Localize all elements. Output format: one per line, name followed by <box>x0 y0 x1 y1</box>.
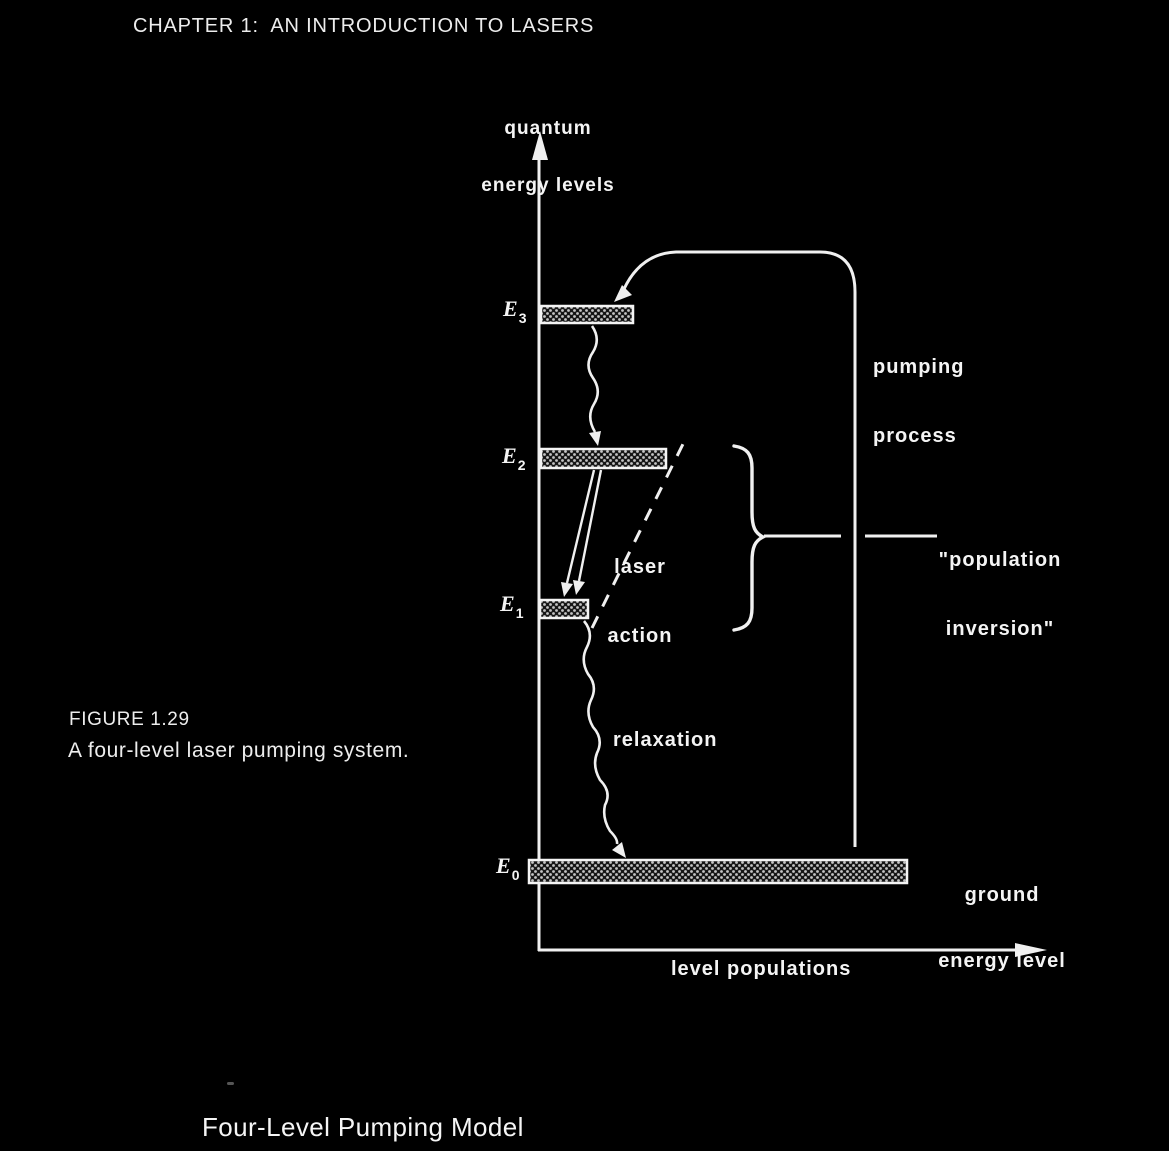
level-symbol: E <box>500 591 515 616</box>
ground-level-line2: energy level <box>938 950 1066 972</box>
x-axis <box>538 943 1047 957</box>
energy-bar-E0 <box>527 858 909 885</box>
x-axis-arrowhead-icon <box>1015 943 1047 957</box>
population-inversion-brace <box>732 444 767 632</box>
population-inversion-label: "population inversion" <box>928 503 1072 687</box>
level-symbol: E <box>502 443 517 468</box>
relaxation-arrow-e1-e0 <box>582 620 626 858</box>
population-dashed-line <box>590 441 686 629</box>
relaxation-arrowhead-icon <box>589 431 601 446</box>
y-axis-label-line1: quantum <box>504 118 592 139</box>
ground-level-label: ground energy level <box>926 840 1078 1016</box>
relaxation-arrowhead-icon <box>612 842 626 858</box>
level-subscript: 3 <box>518 310 527 327</box>
population-inversion-line2: inversion" <box>945 618 1055 640</box>
pumping-process-line2: process <box>873 425 957 447</box>
laser-action-label: laser action <box>593 510 687 694</box>
figure-caption: A four-level laser pumping system. <box>68 739 410 762</box>
level-subscript: 2 <box>517 457 526 474</box>
pumping-arrowhead-icon <box>614 285 632 302</box>
slide-title: Four-Level Pumping Model <box>202 1112 524 1142</box>
figure-number: FIGURE 1.29 <box>69 709 190 730</box>
laser-action-line2: action <box>607 625 673 647</box>
level-subscript: 1 <box>515 605 524 622</box>
scan-artifact-dot <box>227 1082 234 1085</box>
ground-level-line1: ground <box>964 884 1040 906</box>
energy-bar-E2 <box>539 447 668 470</box>
energy-bar-E3 <box>539 304 635 325</box>
pumping-loop-arrow <box>614 250 857 847</box>
laser-arrowhead-icon <box>573 580 585 595</box>
pumping-process-label: pumping process <box>873 310 964 494</box>
laser-arrowhead-icon <box>561 582 573 597</box>
level-label-E0: E0 <box>496 853 520 884</box>
level-label-E1: E1 <box>500 591 524 622</box>
y-axis <box>532 131 548 951</box>
level-label-E3: E3 <box>503 296 527 327</box>
laser-action-line1: laser <box>614 556 666 578</box>
x-axis-label: level populations <box>671 958 852 980</box>
level-symbol: E <box>496 853 511 878</box>
chapter-heading: CHAPTER 1: AN INTRODUCTION TO LASERS <box>133 15 595 37</box>
level-label-E2: E2 <box>502 443 526 474</box>
energy-bar-E1 <box>538 598 590 620</box>
relaxation-label: relaxation <box>613 729 718 751</box>
y-axis-label: quantum energy levels <box>476 81 620 233</box>
y-axis-label-line2: energy levels <box>481 175 615 196</box>
y-axis-arrowhead-icon <box>532 131 548 160</box>
laser-action-arrows <box>561 469 603 597</box>
level-symbol: E <box>503 296 518 321</box>
pumping-process-line1: pumping <box>873 356 965 378</box>
level-subscript: 0 <box>511 867 520 884</box>
relaxation-arrow-e3-e2 <box>587 325 601 446</box>
population-inversion-line1: "population <box>938 549 1062 571</box>
